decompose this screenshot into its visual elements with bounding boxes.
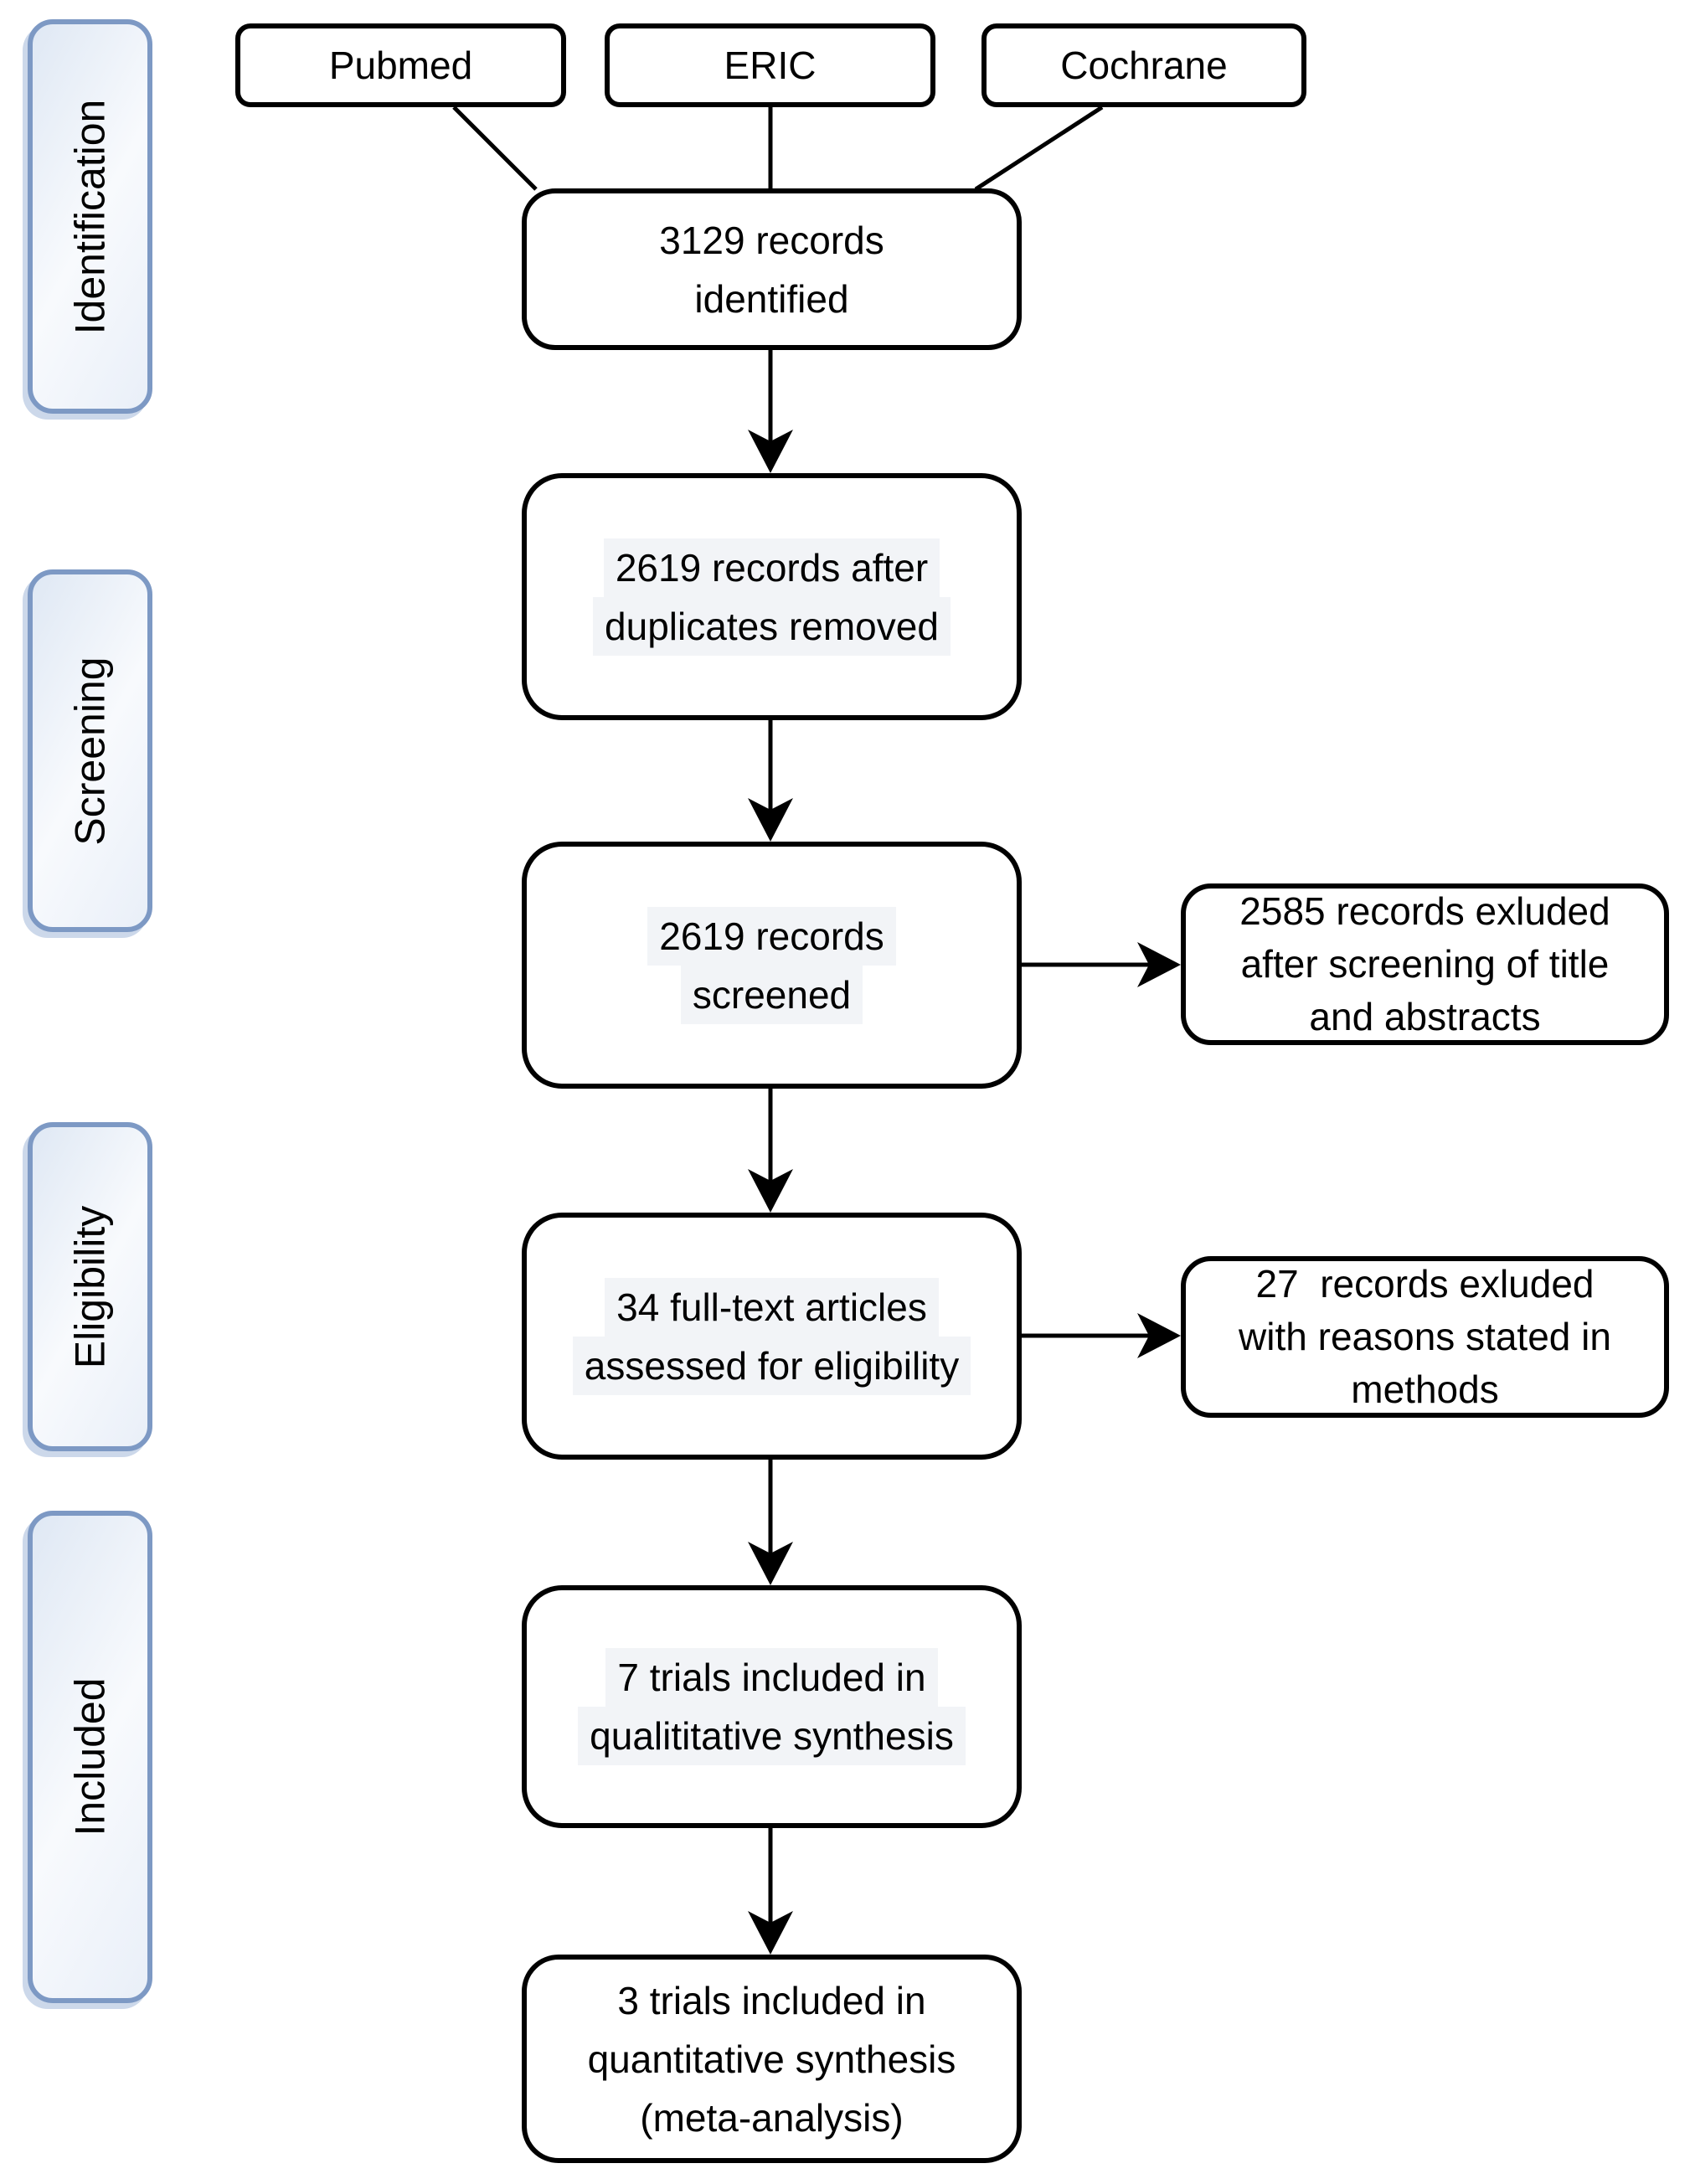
source-label: Cochrane	[1060, 44, 1228, 87]
exclusion-arrowheads	[1137, 942, 1181, 1358]
flow-text: 7 trials included in	[605, 1648, 938, 1707]
flow-text: assessed for eligibility	[572, 1336, 971, 1395]
exclusion-text: and abstracts	[1309, 995, 1541, 1038]
flow-text: 3129 records	[659, 218, 884, 262]
source-label: ERIC	[724, 44, 817, 87]
flow-text: (meta-analysis)	[640, 2095, 904, 2140]
flow-text: 2619 records	[647, 906, 896, 966]
stage-box-eligibility: Eligibility	[28, 1122, 152, 1451]
connector-pubmed	[452, 106, 538, 191]
exclusion-text: methods	[1351, 1368, 1499, 1411]
exclusion-text: after screening of title	[1240, 942, 1610, 986]
stage-label: Eligibility	[66, 1205, 114, 1368]
flow-box-records-screened: 2619 records screened	[522, 842, 1022, 1089]
flow-text: quantitative synthesis	[587, 2037, 956, 2081]
flow-text: qualititative synthesis	[578, 1707, 966, 1765]
flow-text: screened	[680, 965, 863, 1024]
source-box-pubmed: Pubmed	[235, 23, 566, 107]
stage-label: Identification	[66, 99, 114, 334]
exclusion-text: 2585 records exluded	[1239, 889, 1610, 933]
stage-box-screening: Screening	[28, 569, 152, 932]
flow-box-duplicates-removed: 2619 records after duplicates removed	[522, 473, 1022, 720]
flow-box-fulltext-assessed: 34 full-text articles assessed for eligi…	[522, 1213, 1022, 1460]
source-box-cochrane: Cochrane	[981, 23, 1306, 107]
source-box-eric: ERIC	[605, 23, 935, 107]
exclusion-box-screening: 2585 records exluded after screening of …	[1181, 883, 1669, 1045]
stage-label: Screening	[66, 656, 114, 846]
stage-box-identification: Identification	[28, 19, 152, 414]
flow-text: 34 full-text articles	[605, 1277, 939, 1337]
stage-box-included: Included	[28, 1511, 152, 2003]
exclusion-text: 27 records exluded	[1255, 1262, 1595, 1306]
exclusion-box-fulltext: 27 records exluded with reasons stated i…	[1181, 1256, 1669, 1418]
exclusion-text: with reasons stated in	[1239, 1315, 1611, 1358]
flow-text: duplicates removed	[593, 596, 951, 656]
flow-box-qualitative-synthesis: 7 trials included in qualititative synth…	[522, 1585, 1022, 1828]
stage-label: Included	[66, 1677, 114, 1836]
flow-box-quantitative-synthesis: 3 trials included in quantitative synthe…	[522, 1955, 1022, 2163]
flow-box-records-identified: 3129 records identified	[522, 188, 1022, 350]
connector-cochrane	[974, 105, 1104, 192]
flow-text: 2619 records after	[603, 538, 940, 597]
source-label: Pubmed	[328, 44, 473, 87]
flow-text: 3 trials included in	[617, 1978, 926, 2022]
exclusion-arrows	[1022, 962, 1151, 1338]
flow-text: identified	[694, 276, 849, 321]
